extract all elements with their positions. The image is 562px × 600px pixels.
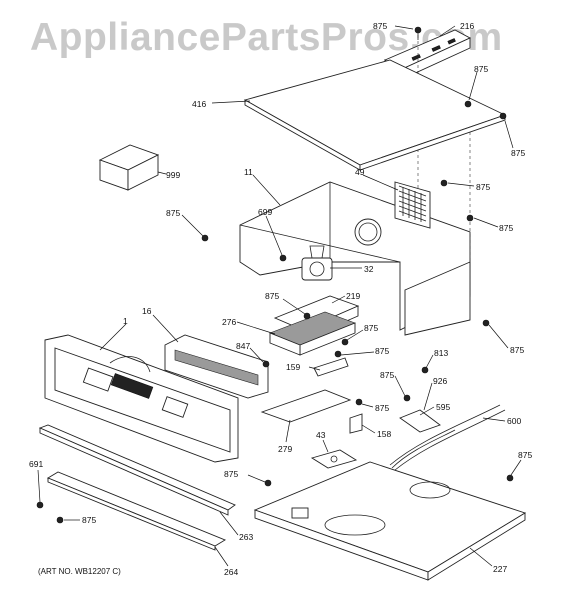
screw-icon[interactable] — [303, 312, 311, 320]
part-264-lower-trim[interactable] — [46, 471, 227, 551]
screw-icon[interactable] — [201, 234, 209, 242]
part-595-bracket[interactable] — [399, 409, 441, 433]
screw-icon[interactable] — [506, 474, 514, 482]
part-263-front-rail[interactable] — [38, 424, 236, 516]
callout-11[interactable]: 11 — [244, 167, 253, 177]
screw-icon[interactable] — [403, 394, 411, 402]
screw-icon[interactable] — [440, 179, 448, 187]
callout-600[interactable]: 600 — [507, 416, 521, 426]
screw-icon[interactable] — [264, 479, 272, 487]
screw-icon[interactable] — [341, 338, 349, 346]
callout-216[interactable]: 216 — [460, 21, 474, 31]
screw-parts — [36, 26, 514, 524]
screw-icon[interactable] — [355, 398, 363, 406]
callout-416[interactable]: 416 — [192, 99, 206, 109]
part-600-wire-harness[interactable] — [389, 404, 506, 471]
screw-icon[interactable] — [334, 350, 342, 358]
callout-227[interactable]: 227 — [493, 564, 507, 574]
callout-219[interactable]: 219 — [346, 291, 360, 301]
callout-875[interactable]: 875 — [380, 370, 394, 380]
callout-276[interactable]: 276 — [222, 317, 236, 327]
callout-279[interactable]: 279 — [278, 444, 292, 454]
callout-875[interactable]: 875 — [375, 346, 389, 356]
part-158-sensor[interactable] — [349, 413, 363, 434]
callout-875[interactable]: 875 — [499, 223, 513, 233]
callout-43[interactable]: 43 — [316, 430, 326, 440]
part-276-board[interactable] — [269, 311, 356, 356]
callout-49[interactable]: 49 — [355, 167, 365, 177]
callout-595[interactable]: 595 — [436, 402, 450, 412]
part-43-plate[interactable] — [310, 449, 358, 469]
screw-icon[interactable] — [414, 26, 422, 40]
callout-159[interactable]: 159 — [286, 362, 300, 372]
callout-263[interactable]: 263 — [239, 532, 253, 542]
part-416-top-panel[interactable] — [243, 59, 507, 171]
callout-691[interactable]: 691 — [29, 459, 43, 469]
part-49-vent[interactable] — [394, 181, 431, 229]
screw-icon[interactable] — [421, 366, 429, 374]
callout-labels: 216 875 875 875 416 999 11 49 875 699 87… — [29, 21, 532, 577]
callout-264[interactable]: 264 — [224, 567, 238, 577]
callout-16[interactable]: 16 — [142, 306, 152, 316]
part-999-box[interactable] — [98, 144, 160, 191]
callout-875[interactable]: 875 — [511, 148, 525, 158]
screw-icon[interactable] — [36, 501, 44, 509]
callout-875[interactable]: 875 — [364, 323, 378, 333]
screw-icon[interactable] — [279, 254, 287, 262]
leader-lines — [37, 25, 522, 567]
screw-icon[interactable] — [466, 214, 474, 222]
screw-icon[interactable] — [56, 516, 64, 524]
callout-158[interactable]: 158 — [377, 429, 391, 439]
art-number: (ART NO. WB12207 C) — [38, 567, 121, 576]
part-279-plate[interactable] — [260, 389, 352, 423]
callout-1[interactable]: 1 — [123, 316, 128, 326]
callout-999[interactable]: 999 — [166, 170, 180, 180]
part-227-base-pan[interactable] — [253, 461, 527, 581]
part-1-control-panel[interactable] — [44, 334, 239, 463]
screw-icon[interactable] — [499, 112, 507, 120]
callout-875[interactable]: 875 — [224, 469, 238, 479]
screw-icon[interactable] — [482, 319, 490, 327]
callout-875[interactable]: 875 — [518, 450, 532, 460]
callout-875[interactable]: 875 — [166, 208, 180, 218]
callout-847[interactable]: 847 — [236, 341, 250, 351]
callout-875[interactable]: 875 — [82, 515, 96, 525]
screw-icon[interactable] — [464, 100, 472, 108]
part-159-clip[interactable] — [313, 357, 349, 377]
callout-875[interactable]: 875 — [476, 182, 490, 192]
screw-icon[interactable] — [262, 360, 270, 368]
callout-875[interactable]: 875 — [373, 21, 387, 31]
part-32-fan-motor[interactable] — [301, 245, 333, 281]
callout-875[interactable]: 875 — [265, 291, 279, 301]
callout-926[interactable]: 926 — [433, 376, 447, 386]
callout-875[interactable]: 875 — [375, 403, 389, 413]
callout-875[interactable]: 875 — [510, 345, 524, 355]
callout-32[interactable]: 32 — [364, 264, 374, 274]
callout-699[interactable]: 699 — [258, 207, 272, 217]
callout-875[interactable]: 875 — [474, 64, 488, 74]
callout-813[interactable]: 813 — [434, 348, 448, 358]
part-16-control-board[interactable] — [164, 334, 269, 399]
